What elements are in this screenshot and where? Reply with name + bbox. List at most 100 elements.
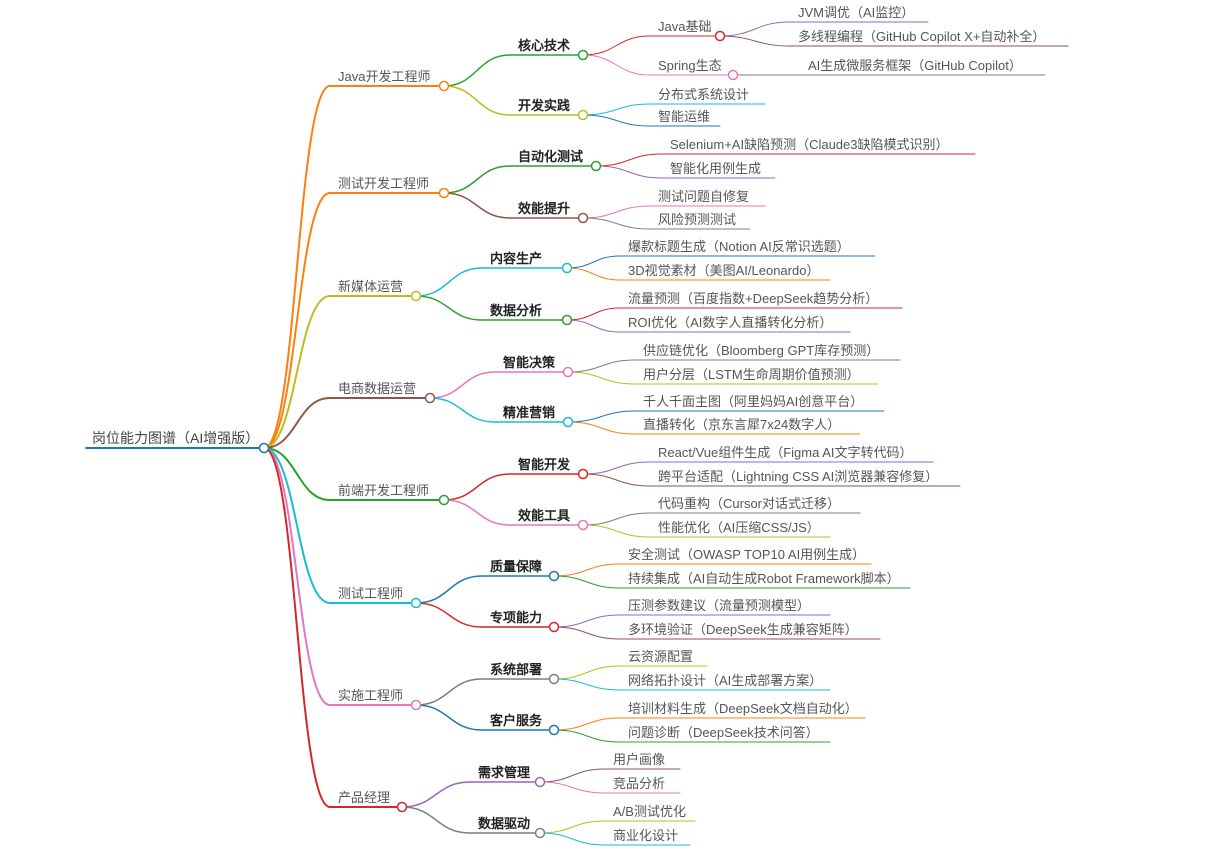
branch-connector bbox=[553, 614, 621, 628]
node-toggle-circle[interactable] bbox=[577, 468, 589, 480]
branch-connector bbox=[415, 295, 483, 321]
node-toggle-circle[interactable] bbox=[424, 392, 436, 404]
node-toggle-circle[interactable] bbox=[714, 30, 726, 42]
node-toggle-circle[interactable] bbox=[548, 570, 560, 582]
skill-label: 用户分层（LSTM生命周期价值预测） bbox=[643, 367, 860, 382]
branch-connector bbox=[553, 626, 621, 640]
node-toggle-circle[interactable] bbox=[562, 366, 574, 378]
underline-layer bbox=[85, 21, 1069, 846]
branch-connector bbox=[443, 499, 511, 526]
branch-connector bbox=[401, 781, 471, 808]
category-label: 智能决策 bbox=[503, 355, 556, 370]
skill-label: 持续集成（AI自动生成Robot Framework脚本） bbox=[628, 571, 900, 586]
node-toggle-circle[interactable] bbox=[561, 314, 573, 326]
skill-detail-label: 多线程编程（GitHub Copilot X+自动补全） bbox=[798, 29, 1045, 44]
branch-connector bbox=[582, 512, 651, 526]
skill-label: Java基础 bbox=[658, 19, 711, 34]
skill-label: 培训材料生成（DeepSeek文档自动化） bbox=[628, 701, 858, 716]
role-label: 产品经理 bbox=[338, 790, 390, 805]
branch-connector bbox=[415, 575, 483, 604]
branch-connector bbox=[567, 359, 636, 373]
branch-connector bbox=[553, 678, 621, 691]
node-toggle-circle[interactable] bbox=[258, 442, 270, 454]
branch-connector bbox=[539, 781, 606, 794]
branch-connector bbox=[263, 295, 331, 449]
node-toggle-circle[interactable] bbox=[561, 262, 573, 274]
role-label: 前端开发工程师 bbox=[338, 483, 429, 498]
node-toggle-layer bbox=[258, 30, 739, 839]
role-label: 新媒体运营 bbox=[338, 279, 403, 294]
node-toggle-circle[interactable] bbox=[590, 160, 602, 172]
category-label: 内容生产 bbox=[490, 251, 542, 266]
skill-label: 风险预测测试 bbox=[658, 212, 736, 227]
skill-label: 云资源配置 bbox=[628, 649, 693, 664]
skill-label: ROI优化（AI数字人直播转化分析） bbox=[628, 315, 832, 330]
skill-label: 智能运维 bbox=[658, 109, 710, 124]
node-toggle-circle[interactable] bbox=[438, 80, 450, 92]
node-toggle-circle[interactable] bbox=[410, 597, 422, 609]
branch-connector bbox=[429, 371, 496, 399]
branch-connector bbox=[553, 717, 621, 731]
branch-connector bbox=[539, 832, 606, 846]
category-label: 系统部署 bbox=[490, 662, 542, 677]
skill-label: 3D视觉素材（美图AI/Leonardo） bbox=[628, 263, 819, 278]
node-toggle-circle[interactable] bbox=[577, 212, 589, 224]
node-toggle-circle[interactable] bbox=[562, 416, 574, 428]
branch-connector bbox=[415, 267, 483, 297]
branch-connector bbox=[595, 153, 663, 167]
category-label: 开发实践 bbox=[518, 98, 570, 113]
node-toggle-circle[interactable] bbox=[548, 724, 560, 736]
branch-connector bbox=[566, 307, 621, 321]
connector-layer bbox=[263, 21, 801, 846]
branch-connector bbox=[539, 768, 606, 783]
branch-connector bbox=[401, 806, 471, 834]
skill-label: 代码重构（Cursor对话式迁移） bbox=[658, 496, 840, 511]
category-label: 精准营销 bbox=[503, 405, 555, 420]
category-label: 智能开发 bbox=[518, 457, 571, 472]
skill-label: 跨平台适配（Lightning CSS AI浏览器兼容修复） bbox=[658, 469, 938, 484]
branch-connector bbox=[263, 397, 331, 449]
node-toggle-circle[interactable] bbox=[727, 69, 739, 81]
skill-label: 爆款标题生成（Notion AI反常识选题） bbox=[628, 239, 850, 254]
skill-label: 安全测试（OWASP TOP10 AI用例生成） bbox=[628, 547, 865, 562]
node-toggle-circle[interactable] bbox=[396, 801, 408, 813]
skill-label: 压测参数建议（流量预测模型） bbox=[628, 598, 810, 613]
node-toggle-circle[interactable] bbox=[534, 776, 546, 788]
branch-connector bbox=[263, 85, 331, 449]
skill-label: Spring生态 bbox=[658, 58, 722, 73]
node-toggle-circle[interactable] bbox=[548, 673, 560, 685]
skill-label: 网络拓扑设计（AI生成部署方案） bbox=[628, 673, 822, 688]
node-toggle-circle[interactable] bbox=[577, 109, 589, 121]
branch-connector bbox=[553, 563, 621, 577]
branch-connector bbox=[566, 319, 621, 333]
branch-connector bbox=[582, 114, 651, 127]
root-label: 岗位能力图谱（AI增强版） bbox=[92, 430, 259, 446]
branch-connector bbox=[567, 371, 636, 385]
branch-connector bbox=[539, 820, 606, 834]
skill-label: 用户画像 bbox=[613, 752, 665, 767]
node-toggle-circle[interactable] bbox=[438, 187, 450, 199]
branch-connector bbox=[443, 192, 511, 219]
node-toggle-circle[interactable] bbox=[534, 827, 546, 839]
skill-label: 问题诊断（DeepSeek技术问答） bbox=[628, 725, 819, 740]
node-toggle-circle[interactable] bbox=[410, 699, 422, 711]
node-toggle-circle[interactable] bbox=[438, 494, 450, 506]
skill-label: 智能化用例生成 bbox=[670, 161, 761, 176]
node-toggle-circle[interactable] bbox=[577, 519, 589, 531]
branch-connector bbox=[582, 35, 651, 56]
branch-connector bbox=[566, 267, 621, 281]
skill-label: 千人千面主图（阿里妈妈AI创意平台） bbox=[643, 394, 863, 409]
branch-connector bbox=[415, 678, 483, 706]
branch-connector bbox=[415, 602, 483, 628]
branch-connector bbox=[553, 665, 621, 680]
role-label: 电商数据运营 bbox=[338, 381, 416, 396]
label-layer: 岗位能力图谱（AI增强版）Java开发工程师核心技术Java基础JVM调优（AI… bbox=[92, 5, 1045, 843]
node-toggle-circle[interactable] bbox=[410, 290, 422, 302]
node-toggle-circle[interactable] bbox=[548, 621, 560, 633]
skill-label: 竞品分析 bbox=[613, 776, 665, 791]
branch-connector bbox=[595, 165, 663, 179]
branch-connector bbox=[443, 54, 511, 87]
node-toggle-circle[interactable] bbox=[577, 49, 589, 61]
